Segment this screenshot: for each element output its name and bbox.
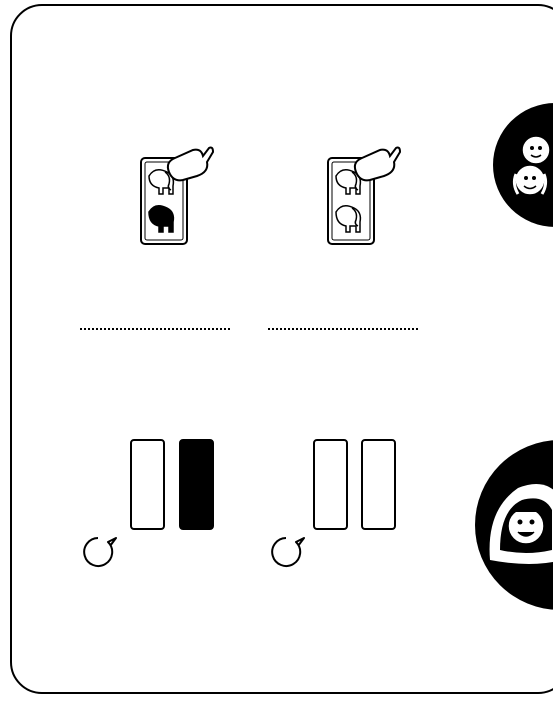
answer-line-b[interactable] [268,328,418,330]
answer-line-a[interactable] [80,328,230,330]
answer-box-b2[interactable] [361,439,396,530]
speech-bubble-icon [80,532,120,568]
elephant-card-a [135,142,215,252]
answer-box-a2-filled[interactable] [179,439,214,530]
answer-box-b1[interactable] [313,439,348,530]
smiling-girl-face-icon [470,440,553,610]
speech-bubble-icon [268,532,308,568]
answer-box-a1[interactable] [130,439,165,530]
two-children-faces-icon [490,100,553,230]
elephant-card-b [322,142,402,252]
